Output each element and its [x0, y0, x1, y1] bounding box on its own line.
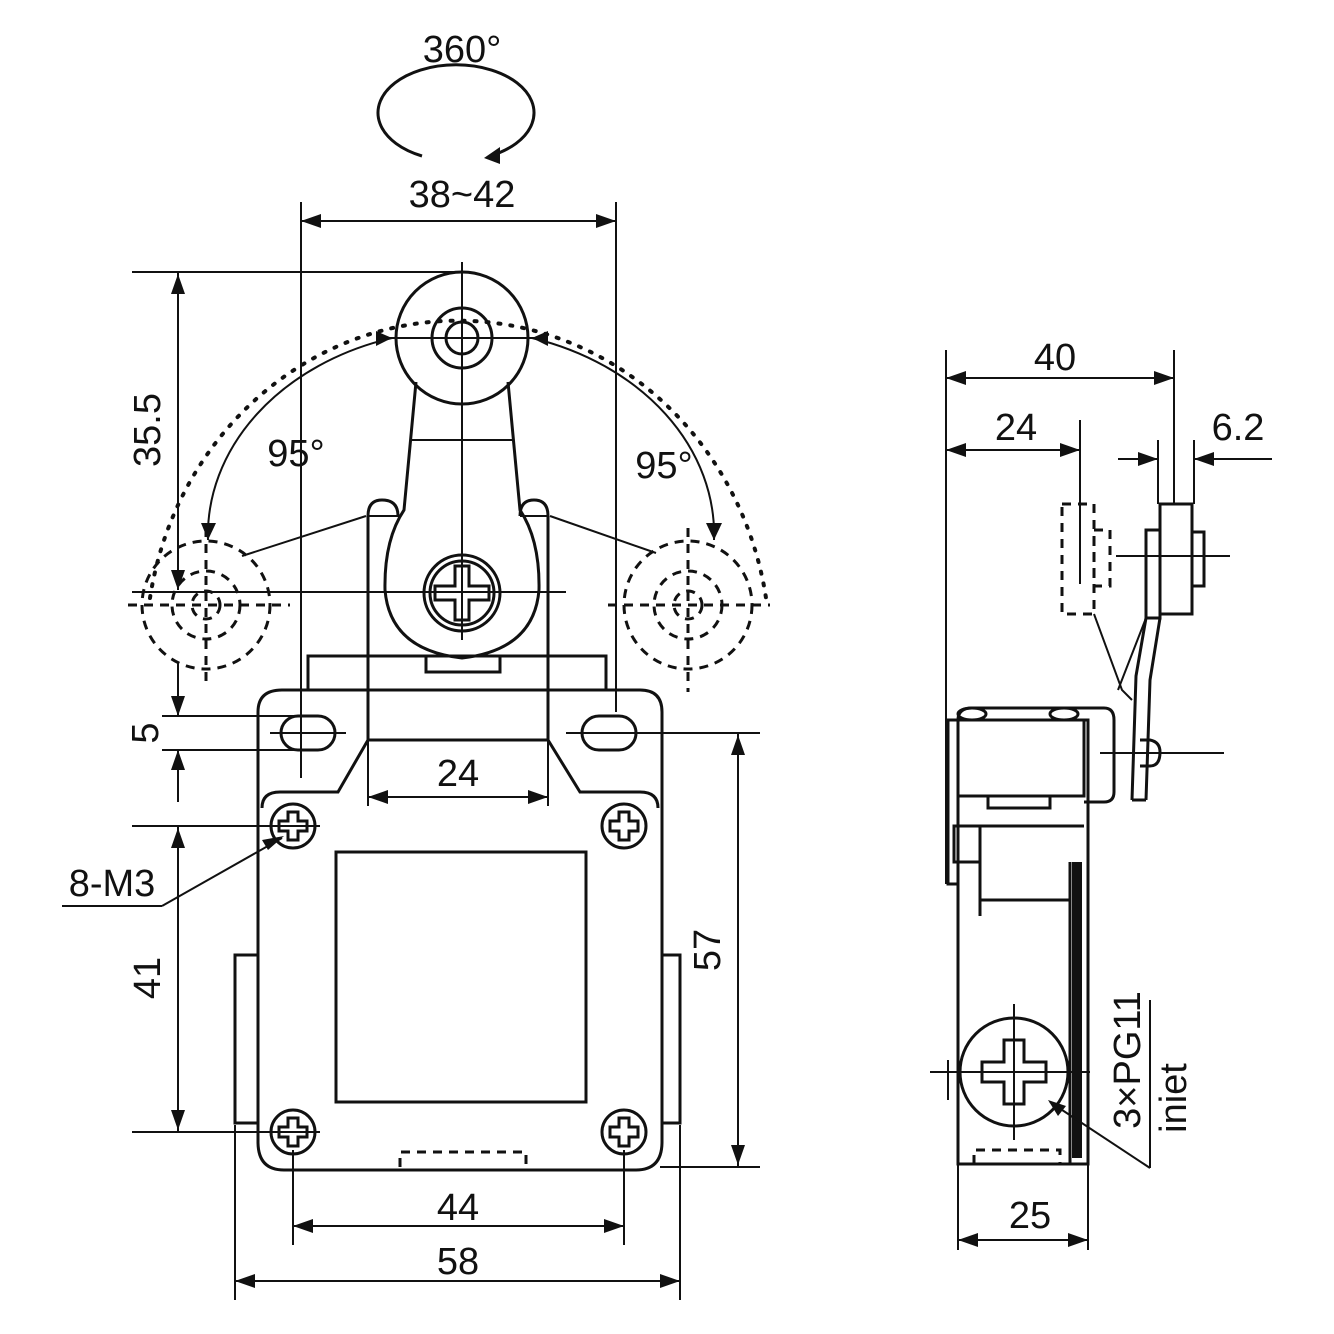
label-hole-pitch-v: 41	[127, 957, 169, 999]
label-arm-height: 35.5	[127, 393, 169, 467]
swing-path	[148, 318, 768, 600]
label-body-width: 58	[437, 1241, 479, 1283]
label-slot: 5	[125, 722, 167, 743]
label-hole-pitch-h: 44	[437, 1187, 479, 1229]
side-view	[930, 350, 1272, 1250]
dimension-labels: 360° 38~42 35.5 95° 95° 5 24 8-M3 41 57 …	[69, 29, 1265, 1283]
lever-arm	[383, 381, 541, 660]
label-lever-width: 38~42	[409, 174, 516, 216]
label-screws: 8-M3	[69, 863, 156, 905]
label-rotation: 360°	[423, 29, 502, 71]
label-conduit-note: iniet	[1153, 1063, 1195, 1133]
ghost-roller-left	[140, 539, 272, 671]
label-side-depth: 40	[1034, 337, 1076, 379]
side-roller	[1158, 502, 1194, 616]
body-outline	[256, 688, 664, 1172]
side-flange-left	[233, 953, 260, 1125]
bottom-dashed-edge	[398, 1150, 528, 1167]
label-conduit: 3×PG11	[1107, 991, 1149, 1129]
label-height: 57	[687, 929, 729, 971]
label-side-offset: 24	[995, 407, 1037, 449]
cover-outline	[260, 738, 660, 809]
rotation-symbol	[376, 63, 536, 164]
label-side-width: 25	[1009, 1195, 1051, 1237]
label-top-width: 24	[437, 753, 479, 795]
label-window	[334, 850, 588, 1104]
label-angle-left: 95°	[267, 433, 324, 475]
label-angle-right: 95°	[635, 445, 692, 487]
front-view	[62, 63, 770, 1300]
side-flange-right	[660, 953, 682, 1125]
label-roller-width: 6.2	[1212, 407, 1265, 449]
ghost-roller-side	[1060, 502, 1096, 616]
